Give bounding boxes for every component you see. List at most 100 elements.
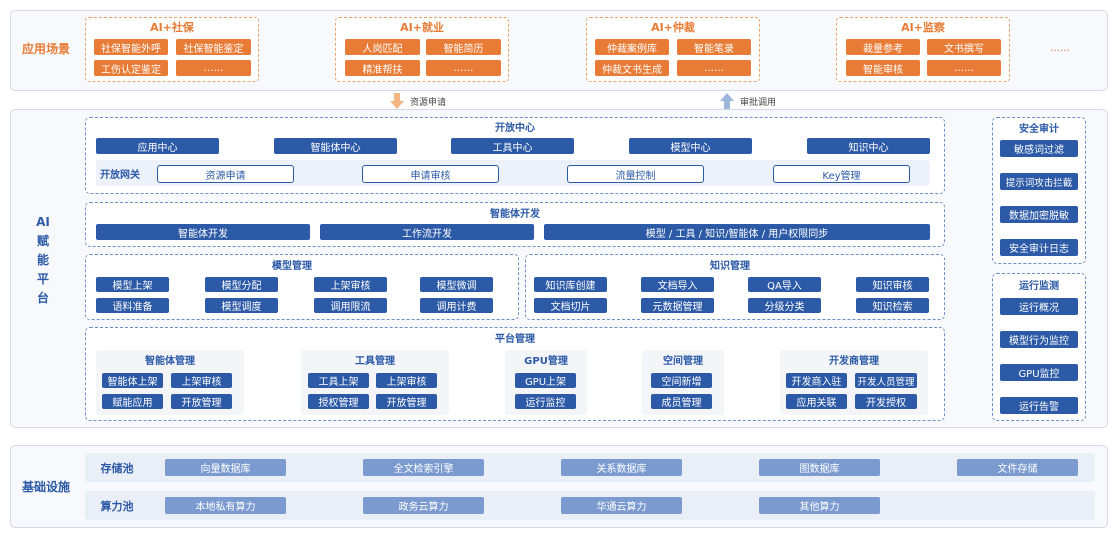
security-item[interactable]: 提示词攻击拦截 (1000, 173, 1078, 190)
compute-item[interactable]: 其他算力 (759, 497, 880, 514)
scene-item[interactable]: 智能简历 (426, 39, 501, 55)
pm-item[interactable]: 成员管理 (651, 394, 712, 409)
knowledge-item[interactable]: 知识检索 (856, 298, 929, 313)
knowledge-item[interactable]: 文档切片 (534, 298, 607, 313)
scene-item[interactable]: 智能审核 (846, 60, 920, 76)
compute-item[interactable]: 政务云算力 (363, 497, 484, 514)
model-item[interactable]: 语料准备 (96, 298, 169, 313)
storage-item[interactable]: 向量数据库 (165, 459, 286, 476)
security-item[interactable]: 安全审计日志 (1000, 239, 1078, 256)
center-item[interactable]: 知识中心 (807, 138, 930, 154)
scene-item[interactable]: 仲裁案例库 (595, 39, 669, 55)
knowledge-mgmt-title: 知识管理 (710, 260, 750, 272)
platform-label-char: 平 (36, 272, 49, 286)
pm-item[interactable]: 开发人员管理 (855, 373, 917, 388)
gateway-item[interactable]: 资源申请 (157, 165, 294, 183)
agent-dev-title: 智能体开发 (490, 209, 540, 220)
pm-item[interactable]: 开发授权 (855, 394, 917, 409)
monitor-item[interactable]: 运行告警 (1000, 397, 1078, 414)
knowledge-item[interactable]: 知识审核 (856, 277, 929, 292)
arrow-up-icon (720, 93, 734, 109)
model-item[interactable]: 模型分配 (205, 277, 278, 292)
knowledge-item[interactable]: 分级分类 (748, 298, 821, 313)
knowledge-item[interactable]: 元数据管理 (641, 298, 714, 313)
model-item[interactable]: 模型调度 (205, 298, 278, 313)
agent-dev-item[interactable]: 模型 / 工具 / 知识/智能体 / 用户权限同步 (544, 224, 930, 240)
storage-item[interactable]: 全文检索引擎 (363, 459, 484, 476)
gpu-mgmt-title: GPU管理 (524, 356, 568, 367)
pm-item[interactable]: 运行监控 (515, 394, 576, 409)
gateway-item[interactable]: Key管理 (773, 165, 910, 183)
pm-item[interactable]: 开放管理 (376, 394, 437, 409)
approval-call-label: 审批调用 (740, 97, 777, 108)
scenes-more: …… (1050, 42, 1070, 54)
platform-label-char: 赋 (36, 234, 49, 248)
security-item[interactable]: 数据加密脱敏 (1000, 206, 1078, 223)
scene-item[interactable]: 人岗匹配 (345, 39, 420, 55)
agent-dev-item[interactable]: 工作流开发 (320, 224, 534, 240)
scene-item-more: …… (426, 60, 501, 76)
space-mgmt-title: 空间管理 (663, 356, 703, 367)
model-item[interactable]: 调用限流 (314, 298, 387, 313)
pm-item[interactable]: 上架审核 (376, 373, 437, 388)
monitor-item[interactable]: 模型行为监控 (1000, 331, 1078, 348)
scene-item-more: …… (176, 60, 251, 76)
runtime-monitor-title: 运行监测 (1019, 281, 1059, 292)
pm-item[interactable]: 空间新增 (651, 373, 712, 388)
monitor-item[interactable]: 运行概况 (1000, 298, 1078, 315)
pm-item[interactable]: 上架审核 (171, 373, 232, 388)
monitor-item[interactable]: GPU监控 (1000, 364, 1078, 381)
platform-mgmt-title: 平台管理 (495, 334, 535, 345)
model-item[interactable]: 调用计费 (420, 298, 493, 313)
resource-request-label: 资源申请 (410, 97, 447, 108)
scene-item[interactable]: 社保智能鉴定 (176, 39, 251, 55)
pm-item[interactable]: 赋能应用 (102, 394, 163, 409)
pm-item[interactable]: 开放管理 (171, 394, 232, 409)
model-item[interactable]: 模型上架 (96, 277, 169, 292)
arrow-down-icon (390, 93, 404, 109)
pm-item[interactable]: 工具上架 (308, 373, 369, 388)
center-item[interactable]: 工具中心 (451, 138, 574, 154)
center-item[interactable]: 应用中心 (96, 138, 219, 154)
platform-label: AI 赋 能 平 台 (30, 213, 56, 308)
scene-item[interactable]: 工伤认定鉴定 (94, 60, 168, 76)
pm-item[interactable]: 授权管理 (308, 394, 369, 409)
agent-dev-item[interactable]: 智能体开发 (96, 224, 310, 240)
tool-mgmt-title: 工具管理 (355, 356, 395, 367)
gateway-item[interactable]: 流量控制 (567, 165, 704, 183)
storage-label: 存储池 (100, 461, 134, 475)
platform-label-char: 能 (36, 253, 49, 267)
open-center-title: 开放中心 (495, 123, 535, 134)
pm-item[interactable]: 智能体上架 (102, 373, 163, 388)
pm-item[interactable]: 应用关联 (786, 394, 847, 409)
gateway-item[interactable]: 申请审核 (362, 165, 499, 183)
developer-mgmt-title: 开发商管理 (829, 356, 879, 367)
scene-title-arbitration: AI+仲裁 (651, 21, 695, 34)
knowledge-item[interactable]: 文档导入 (641, 277, 714, 292)
scene-item[interactable]: 仲裁文书生成 (595, 60, 669, 76)
compute-item[interactable]: 本地私有算力 (165, 497, 286, 514)
storage-item[interactable]: 文件存储 (957, 459, 1078, 476)
scene-item[interactable]: 精准帮扶 (345, 60, 420, 76)
scene-title-employment: AI+就业 (400, 21, 444, 34)
scene-title-supervision: AI+监察 (901, 21, 945, 34)
model-item[interactable]: 模型微调 (420, 277, 493, 292)
model-item[interactable]: 上架审核 (314, 277, 387, 292)
knowledge-item[interactable]: 知识库创建 (534, 277, 607, 292)
knowledge-item[interactable]: QA导入 (748, 277, 821, 292)
scene-item[interactable]: 智能笔录 (677, 39, 751, 55)
security-audit-title: 安全审计 (1019, 124, 1059, 135)
center-item[interactable]: 智能体中心 (274, 138, 397, 154)
security-item[interactable]: 敏感词过滤 (1000, 140, 1078, 157)
pm-item[interactable]: GPU上架 (515, 373, 576, 388)
scenes-label: 应用场景 (21, 41, 70, 56)
storage-item[interactable]: 图数据库 (759, 459, 880, 476)
scene-item[interactable]: 裁量参考 (846, 39, 920, 55)
agent-mgmt-title: 智能体管理 (145, 356, 195, 367)
pm-item[interactable]: 开发商入驻 (786, 373, 847, 388)
scene-item[interactable]: 文书撰写 (927, 39, 1001, 55)
scene-item[interactable]: 社保智能外呼 (94, 39, 168, 55)
center-item[interactable]: 模型中心 (629, 138, 752, 154)
storage-item[interactable]: 关系数据库 (561, 459, 682, 476)
compute-item[interactable]: 华通云算力 (561, 497, 682, 514)
